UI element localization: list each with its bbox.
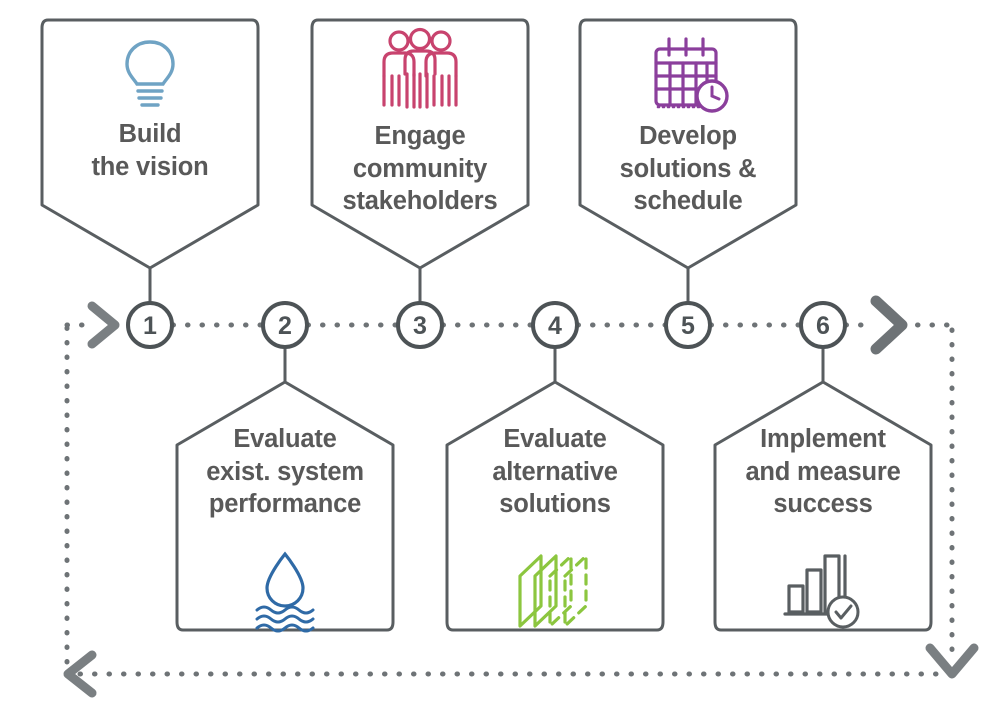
shield-step-6[interactable] <box>713 380 933 632</box>
step-number-6: 6 <box>816 312 830 340</box>
entry-chevron-right-icon <box>87 301 120 349</box>
step-number-2: 2 <box>278 312 292 340</box>
shield-step-4[interactable] <box>445 380 665 632</box>
bar-chart-check-icon <box>783 554 860 629</box>
step-circle-1[interactable]: 1 <box>126 301 174 349</box>
step-number-1: 1 <box>143 312 157 340</box>
lightbulb-icon <box>125 40 175 107</box>
step-number-4: 4 <box>548 312 562 340</box>
loop-chevron-down-icon <box>925 643 979 679</box>
people-group-icon <box>382 27 458 109</box>
step-circle-2[interactable]: 2 <box>261 301 309 349</box>
loop-chevron-left-icon <box>63 650 97 698</box>
step-number-3: 3 <box>413 312 427 340</box>
step-number-5: 5 <box>681 312 695 340</box>
layers-stack-icon <box>518 554 588 628</box>
shield-step-2[interactable] <box>175 380 395 632</box>
water-drop-waves-icon <box>255 551 315 633</box>
step-circle-3[interactable]: 3 <box>396 301 444 349</box>
exit-chevron-right-icon <box>870 295 908 355</box>
shield-step-5[interactable] <box>578 18 798 270</box>
connector-stems <box>148 268 825 382</box>
feedback-loop-path <box>64 322 955 677</box>
calendar-clock-icon <box>654 37 729 113</box>
shield-step-3[interactable] <box>310 18 530 270</box>
step-circle-4[interactable]: 4 <box>531 301 579 349</box>
step-circle-6[interactable]: 6 <box>799 301 847 349</box>
step-circle-5[interactable]: 5 <box>664 301 712 349</box>
shield-step-1[interactable] <box>40 18 260 270</box>
